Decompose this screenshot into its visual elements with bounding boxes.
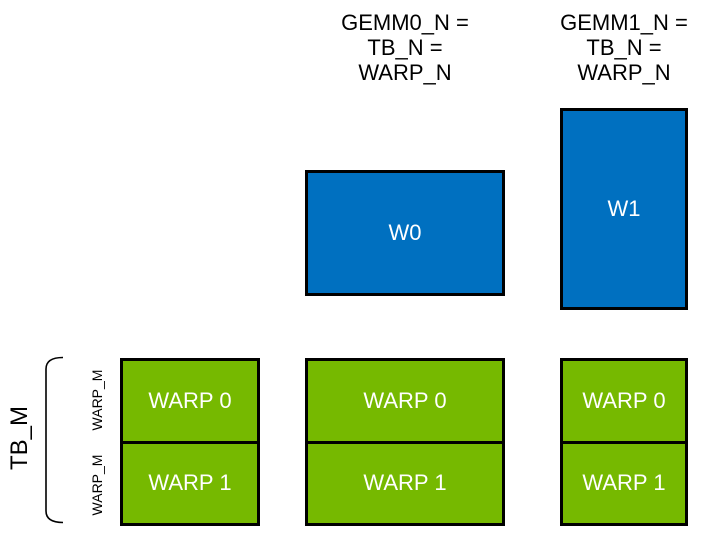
warp1-cell-right: WARP 1 <box>563 443 685 523</box>
warp0-cell-right: WARP 0 <box>563 361 685 441</box>
threadblock-tile-middle: WARP 0 WARP 1 <box>305 358 505 526</box>
w1-accumulator-tile: W1 <box>560 108 688 310</box>
gemm0-column-header: GEMM0_N = TB_N = WARP_N <box>295 10 515 85</box>
warp-divider-middle <box>308 440 502 444</box>
tb-m-bracket-icon <box>45 356 64 524</box>
warp-m-label-row0: WARP_M <box>89 369 105 431</box>
warp0-label-middle: WARP 0 <box>363 387 447 413</box>
warp0-cell-left: WARP 0 <box>123 361 257 441</box>
warp1-label-left: WARP 1 <box>148 470 232 496</box>
warp1-cell-middle: WARP 1 <box>308 443 502 523</box>
tb-m-label: TB_M <box>6 406 33 471</box>
w0-accumulator-tile: W0 <box>305 170 505 296</box>
warp1-label-right: WARP 1 <box>582 470 666 496</box>
w0-label: W0 <box>388 220 422 245</box>
threadblock-tile-left: WARP 0 WARP 1 <box>120 358 260 526</box>
warp-divider-left <box>123 440 257 444</box>
gemm0-header-line3: WARP_N <box>358 60 452 85</box>
warp1-cell-left: WARP 1 <box>123 443 257 523</box>
warp0-cell-middle: WARP 0 <box>308 361 502 441</box>
warp1-label-middle: WARP 1 <box>363 470 447 496</box>
w1-label: W1 <box>607 196 641 221</box>
warp-divider-right <box>563 440 685 444</box>
gemm1-header-line3: WARP_N <box>577 60 671 85</box>
gemm0-header-line2: TB_N = <box>367 35 443 60</box>
threadblock-tile-right: WARP 0 WARP 1 <box>560 358 688 526</box>
gemm0-header-line1: GEMM0_N = <box>341 10 469 35</box>
gemm1-header-line2: TB_N = <box>586 35 662 60</box>
warp0-label-left: WARP 0 <box>148 387 232 413</box>
gemm1-column-header: GEMM1_N = TB_N = WARP_N <box>550 10 698 85</box>
warp0-label-right: WARP 0 <box>582 387 666 413</box>
gemm1-header-line1: GEMM1_N = <box>560 10 688 35</box>
warp-m-label-row1: WARP_M <box>89 454 105 516</box>
